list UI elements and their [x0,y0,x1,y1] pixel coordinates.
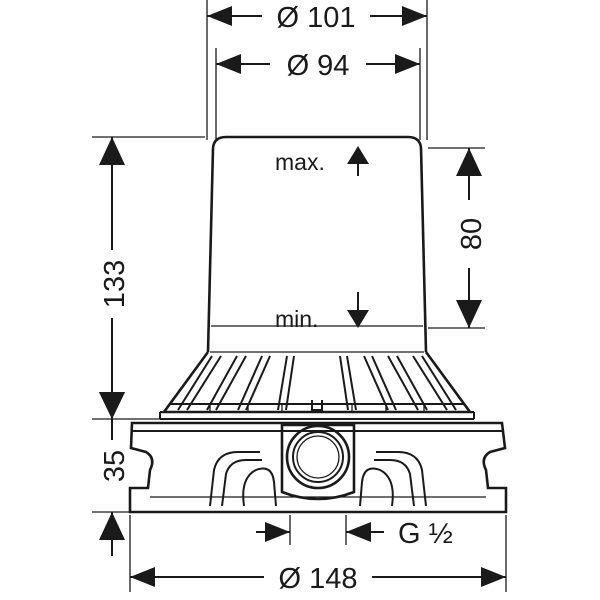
arrow-right-icon [481,567,506,587]
dimension-height-left: 133 [99,137,131,419]
dimension-thread: G ½ [256,518,453,550]
dimension-top-outer: Ø 101 [207,2,427,34]
arrow-right-icon [395,54,420,74]
arrow-down-icon [456,300,482,328]
ribbed-flange [159,351,475,420]
dim-top-outer-text: Ø 101 [277,2,356,34]
dimension-base-height: 35 [99,392,131,556]
arrow-left-icon [216,54,241,74]
arrow-up-icon [456,148,482,176]
arrow-up-icon [99,512,125,540]
arrow-up-icon [99,137,125,165]
arrow-right-icon [265,522,290,542]
arrow-left-icon [130,567,155,587]
dim-height-right-text: 80 [456,218,488,250]
sleeve-body [206,135,428,353]
arrow-down-icon [347,310,369,328]
dimension-height-right: 80 [456,148,488,328]
dim-thread-text: G ½ [398,518,453,550]
arrow-down-icon [99,392,125,419]
dimension-base-width: Ø 148 [130,563,506,595]
dim-base-height-text: 35 [99,450,131,482]
min-marker: min. [275,292,369,332]
thread-connection [280,423,356,501]
dimension-top-inner: Ø 94 [216,50,420,82]
dim-height-left-text: 133 [99,260,131,308]
extension-lines [92,0,507,592]
base-housing [128,421,508,514]
arrow-right-icon [402,6,427,26]
min-label: min. [275,306,318,332]
max-marker: max. [275,146,369,176]
arrow-left-icon [346,522,371,542]
dim-base-width-text: Ø 148 [279,563,358,595]
arrow-up-icon [347,146,369,164]
dim-top-inner-text: Ø 94 [287,50,350,82]
arrow-left-icon [207,6,232,26]
max-label: max. [275,149,325,175]
